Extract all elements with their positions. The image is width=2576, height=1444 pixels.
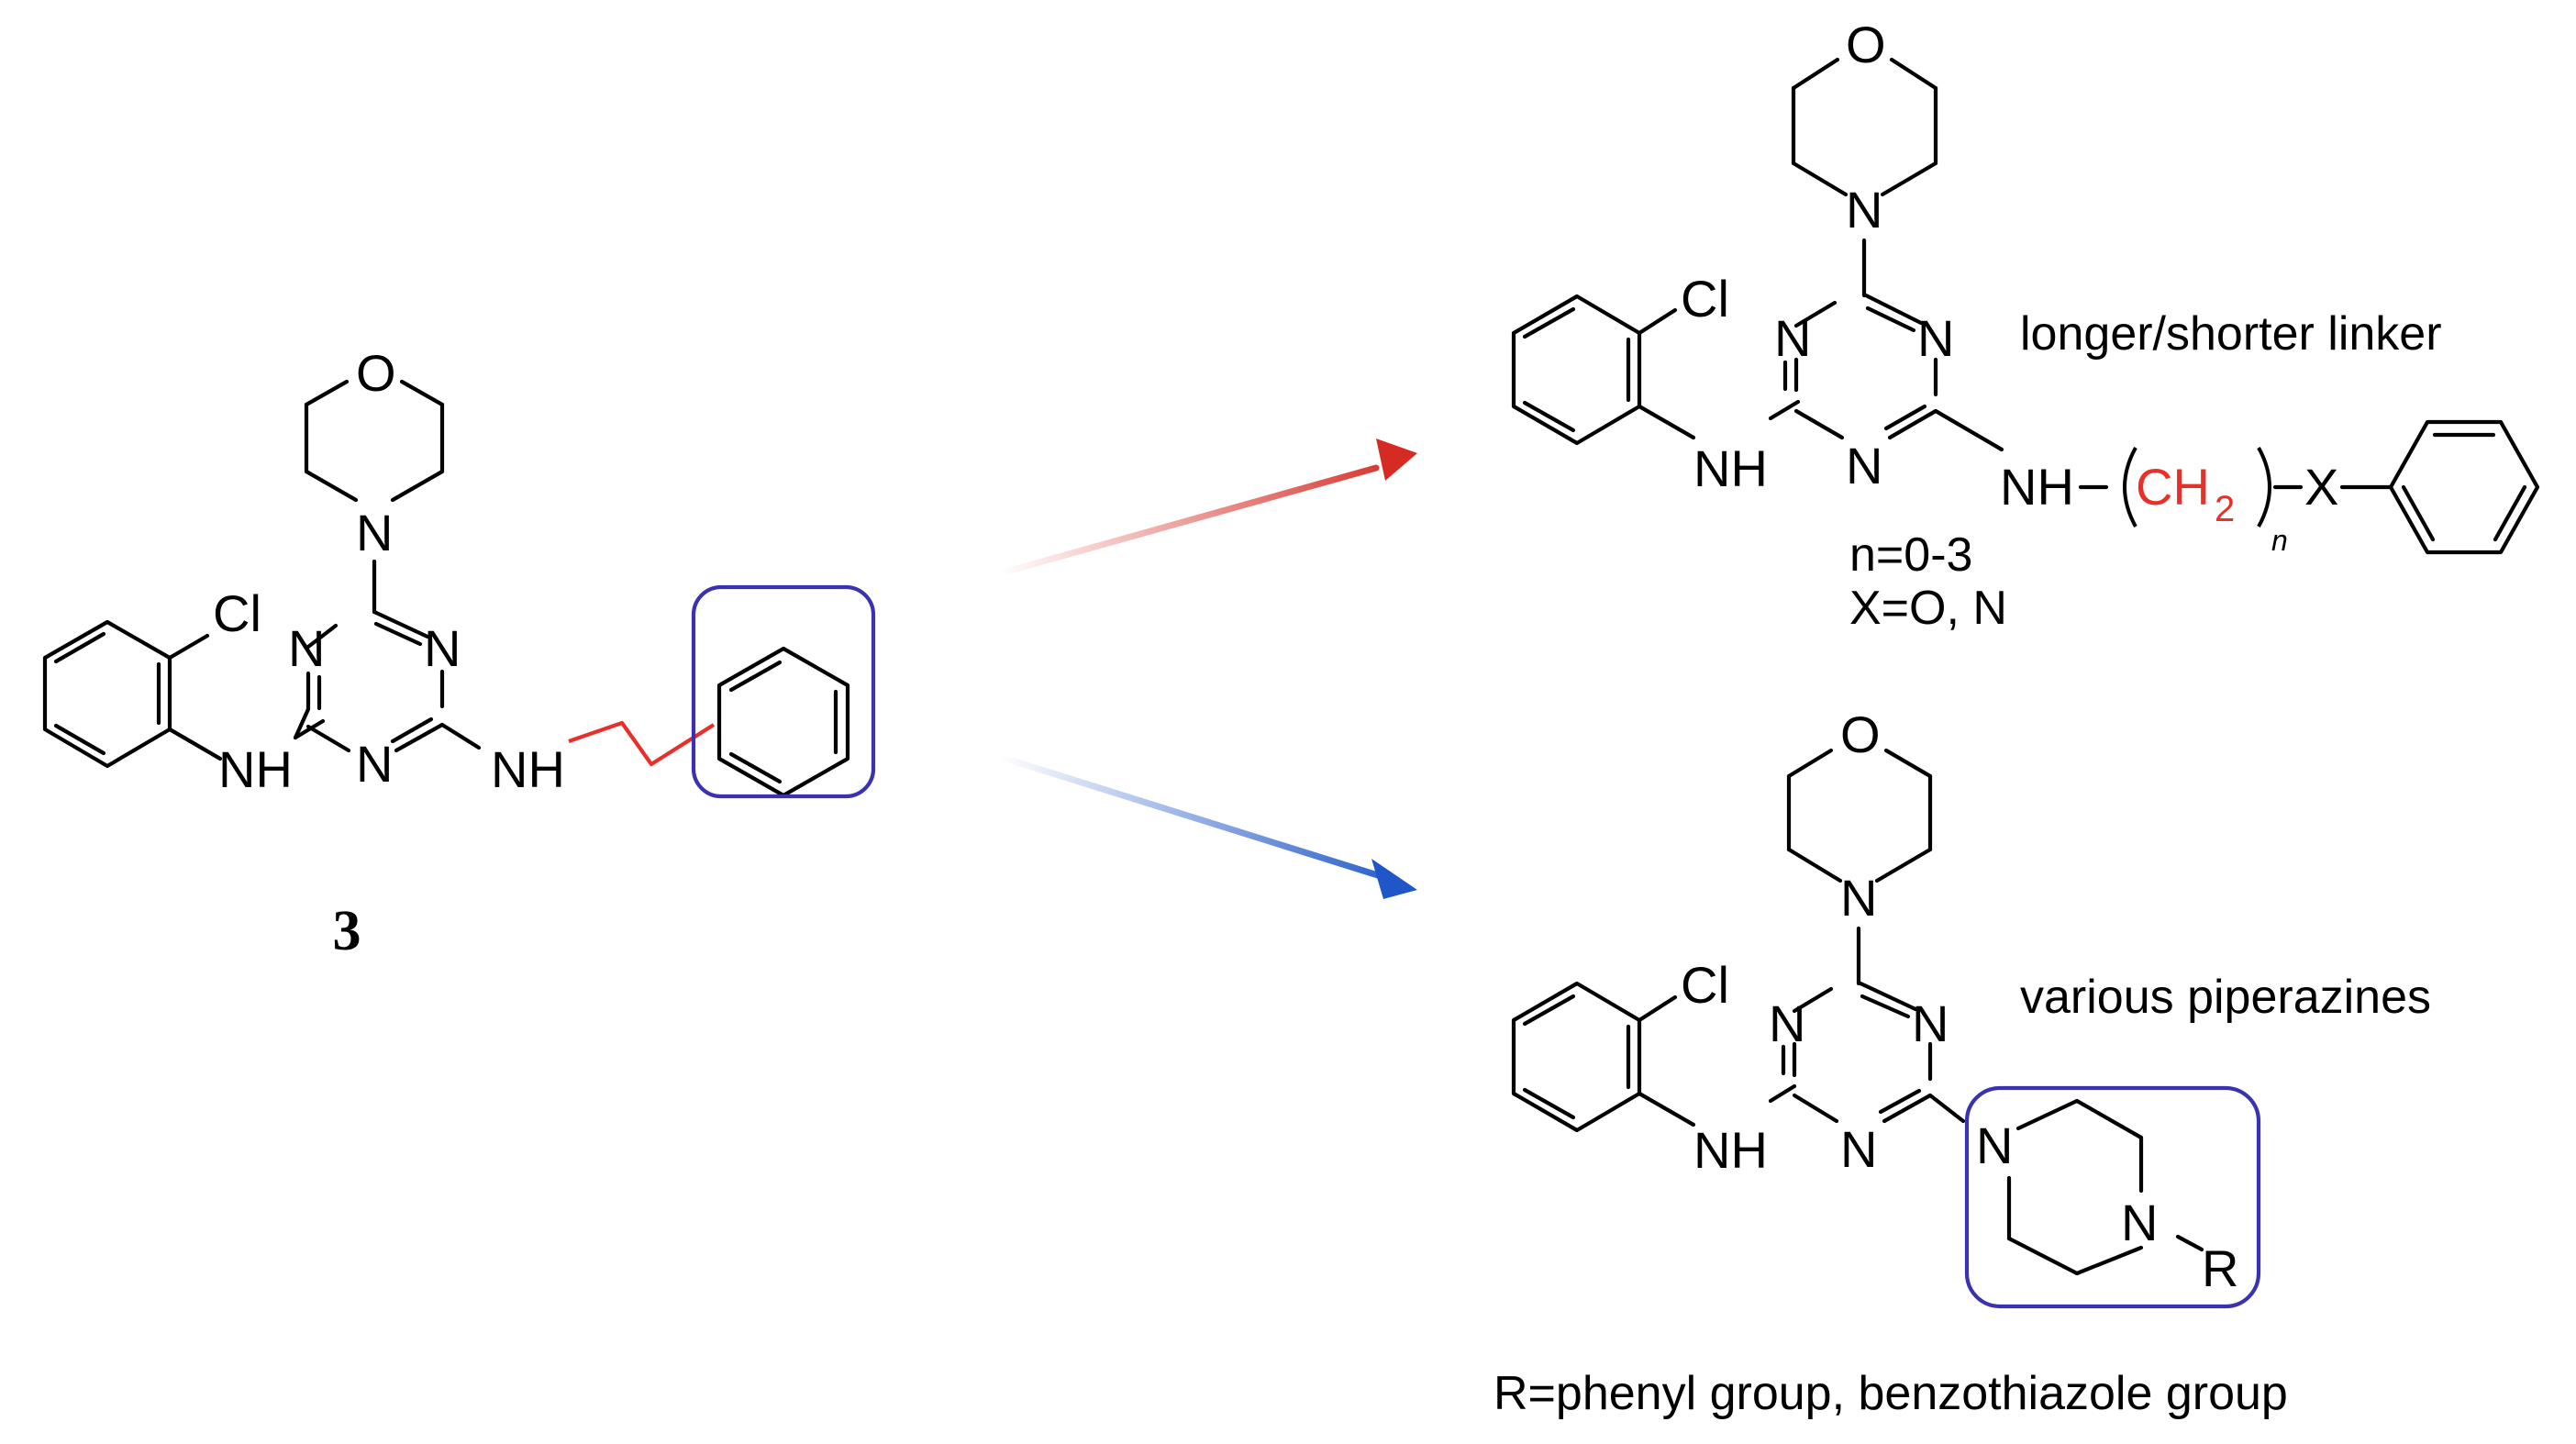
triazine-n-bottom-1: N (1769, 994, 1805, 1052)
bracket-left (2123, 447, 2137, 528)
nh-atom-bottom: NH (1693, 1121, 1768, 1179)
arrow-blue (996, 753, 1417, 899)
chlorophenyl-ring-top (1511, 294, 1696, 446)
n-subscript: n (2271, 524, 2288, 557)
piperazine-n-2: N (2121, 1194, 2158, 1251)
morpholine-n-left: N (356, 504, 393, 561)
triazine-n-top-2: N (1917, 309, 1954, 367)
x-definition-caption: X=O, N (1849, 582, 2007, 635)
morpholine-o-top: O (1846, 16, 1886, 73)
triazine-n-top-1: N (1774, 309, 1811, 367)
r-definition-caption: R=phenyl group, benzothiazole group (1493, 1367, 2288, 1420)
bracket-right (2257, 447, 2271, 528)
linker-caption: longer/shorter linker (2020, 307, 2442, 361)
piperazine-caption: various piperazines (2020, 971, 2431, 1024)
ch-group: CH (2136, 458, 2210, 516)
piperazine-ring (2006, 1098, 2204, 1276)
terminal-phenyl-top (2388, 419, 2540, 555)
morpholine-n-top: N (1846, 181, 1882, 239)
arrow-red (996, 439, 1417, 577)
compound-3-structure: Cl NH N N N O (42, 344, 876, 962)
highlight-box-phenyl (691, 584, 876, 799)
morpholine-top (1791, 57, 1938, 197)
ethyl-linker (568, 720, 716, 767)
triazine-n-top-3: N (1846, 437, 1882, 494)
triazine-ring-bottom (1768, 926, 1966, 1124)
highlight-box-piperazine (1964, 1085, 2261, 1309)
compound-label: 3 (333, 900, 361, 962)
morpholine-left (304, 379, 445, 503)
ch-subscript: 2 (2215, 489, 2235, 529)
nh-atom-top-1: NH (1693, 439, 1768, 497)
chlorophenyl-ring (42, 619, 223, 769)
nh-atom-left-1: NH (218, 740, 293, 798)
morpholine-o-left: O (356, 344, 396, 402)
r-group: R (2202, 1239, 2238, 1297)
triazine-n-bottom-3: N (1840, 1120, 1877, 1178)
n-range-caption: n=0-3 (1849, 528, 1972, 582)
x-atom: X (2304, 458, 2338, 516)
morpholine-o-bottom: O (1840, 705, 1881, 763)
triazine-n-2: N (424, 619, 461, 677)
triazine-ring-left (293, 559, 482, 753)
piperazine-analog-structure: Cl NH N N N O N N (1493, 705, 2431, 1420)
triazine-n-3: N (356, 735, 393, 793)
piperazine-n-1: N (1976, 1116, 2013, 1174)
nh-atom-top-2: NH (2000, 458, 2074, 516)
morpholine-bottom (1786, 748, 1933, 883)
triazine-n-bottom-2: N (1912, 994, 1949, 1052)
triazine-ring-top (1768, 238, 2004, 452)
cl-atom-bottom: Cl (1681, 956, 1729, 1014)
triazine-n-1: N (288, 619, 325, 677)
nh-atom-left-2: NH (491, 740, 565, 798)
terminal-phenyl-left (716, 646, 850, 798)
morpholine-n-bottom: N (1840, 869, 1877, 927)
linker-analog-structure: Cl NH N N N O N NH (1511, 16, 2540, 635)
chlorophenyl-ring-bottom (1511, 981, 1696, 1133)
cl-atom-left: Cl (213, 584, 261, 642)
cl-atom-top: Cl (1681, 270, 1729, 328)
